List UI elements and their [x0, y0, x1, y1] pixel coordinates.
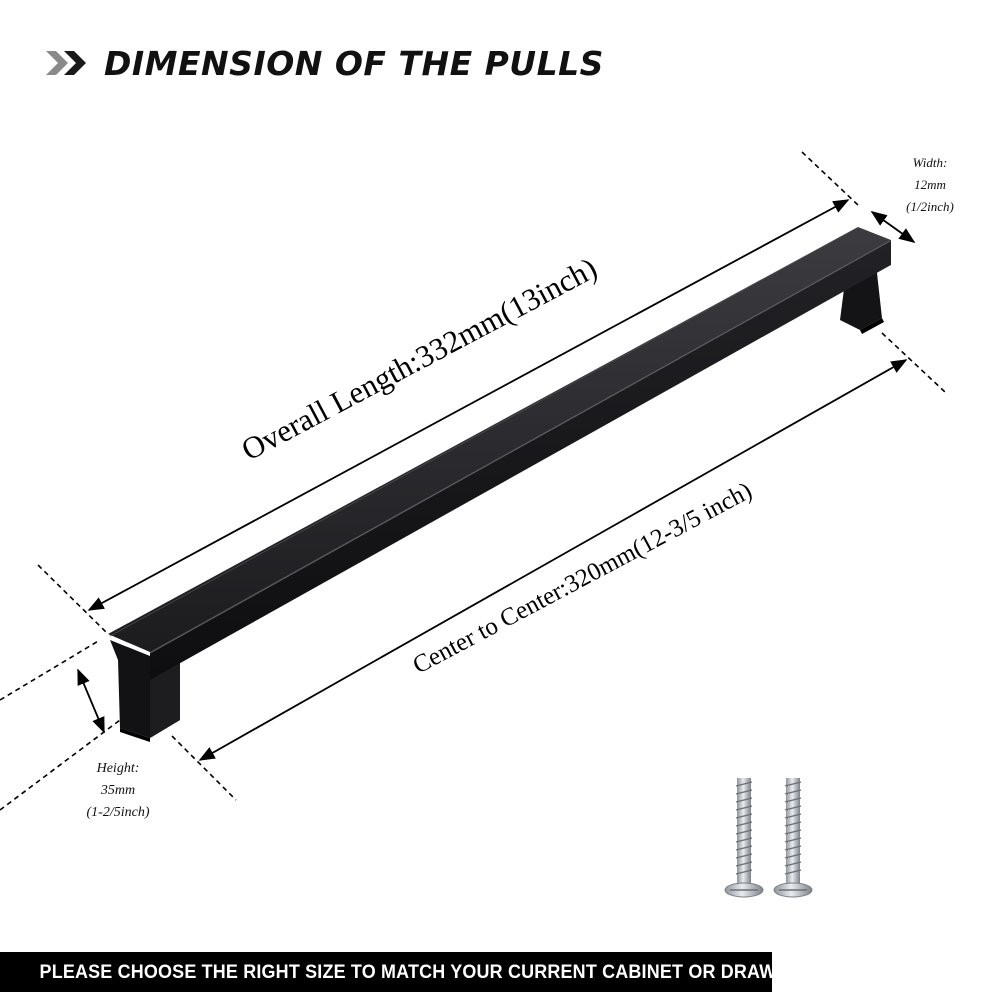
- width-note: Width: 12mm (1/2inch): [890, 152, 970, 218]
- height-inch: (1-2/5inch): [86, 805, 150, 820]
- mounting-screw-right: [773, 778, 813, 898]
- extension-line-height-bottom: [0, 719, 121, 811]
- height-mm: 35mm: [100, 783, 136, 798]
- extension-line-height-top: [0, 639, 101, 701]
- center-to-center-arrow: [198, 359, 908, 761]
- extension-line-left-center: [171, 735, 237, 801]
- dimension-arrows: [77, 199, 916, 761]
- page-title: DIMENSION OF THE PULLS: [104, 43, 604, 83]
- extension-line-right-end: [801, 151, 859, 206]
- height-title: Height:: [96, 761, 140, 776]
- center-to-center-label-group: Center to Center:320mm(12-3/5 inch): [408, 477, 756, 679]
- width-title: Width:: [912, 155, 948, 170]
- overall-length-arrow: [87, 199, 850, 611]
- center-to-center-label: Center to Center:320mm(12-3/5 inch): [408, 477, 756, 679]
- extension-line-left-end: [37, 564, 107, 633]
- width-arrow: [870, 211, 916, 243]
- width-inch: (1/2inch): [906, 199, 954, 214]
- header: DIMENSION OF THE PULLS: [44, 40, 604, 86]
- height-note: Height: 35mm (1-2/5inch): [66, 758, 170, 824]
- height-arrow: [77, 668, 105, 734]
- footer-text: PLEASE CHOOSE THE RIGHT SIZE TO MATCH YO…: [39, 960, 802, 983]
- extension-line-right-center: [881, 332, 946, 393]
- extension-lines: [0, 151, 946, 811]
- cabinet-pull-handle: [108, 227, 891, 742]
- double-chevron-right-icon: [46, 51, 86, 75]
- mounting-screw-left: [724, 778, 764, 898]
- footer-banner: PLEASE CHOOSE THE RIGHT SIZE TO MATCH YO…: [0, 952, 801, 992]
- width-mm: 12mm: [914, 177, 946, 192]
